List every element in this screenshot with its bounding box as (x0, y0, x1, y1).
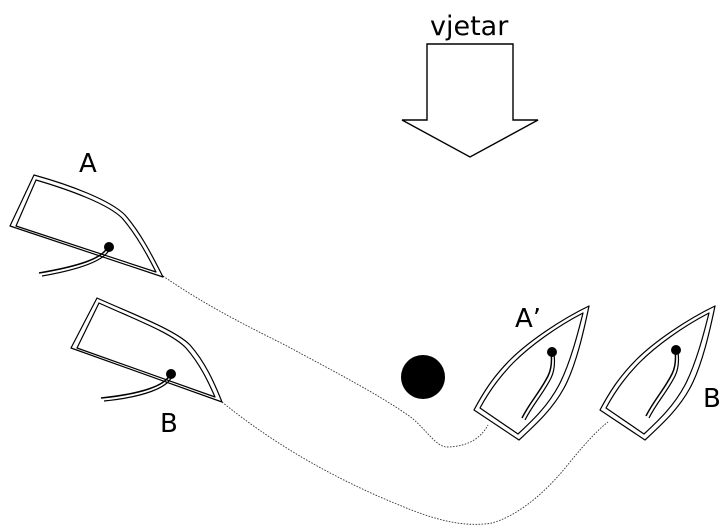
boat-b-end-label: B’ (703, 384, 722, 414)
wake-path-a (162, 275, 489, 448)
boat-b-start-hull-inner (76, 302, 216, 398)
boat-a-start-hull-outer (9, 174, 164, 278)
boat-b-end-mast (671, 345, 681, 355)
boat-b-start (70, 297, 223, 403)
boat-a-end-sail (521, 351, 553, 419)
wake-path-b (221, 401, 609, 525)
boat-b-start-label: B (160, 409, 178, 439)
boat-a-end-hull-inner (479, 312, 584, 435)
boat-a-start-hull-inner (15, 179, 157, 273)
boat-a-start-label: A (79, 149, 97, 179)
turning-mark (401, 355, 445, 399)
wind-arrow (401, 43, 539, 158)
boat-a-start-mast (104, 242, 114, 252)
wind-label: vjetar (430, 11, 509, 42)
boat-a-end-label: A’ (515, 304, 541, 334)
boat-b-start-mast (166, 369, 176, 379)
boat-b-end-hull-inner (605, 312, 710, 435)
boat-b-end (599, 305, 716, 441)
boat-b-end-hull-outer (599, 305, 716, 441)
boat-a-start (9, 174, 164, 278)
boat-b-start-hull-outer (70, 297, 223, 403)
boat-a-end-hull-outer (473, 305, 590, 441)
boat-b-end-sail (645, 349, 677, 417)
boat-a-end (473, 305, 590, 441)
boat-a-end-mast (547, 347, 557, 357)
wind-arrow-shape (401, 43, 539, 158)
